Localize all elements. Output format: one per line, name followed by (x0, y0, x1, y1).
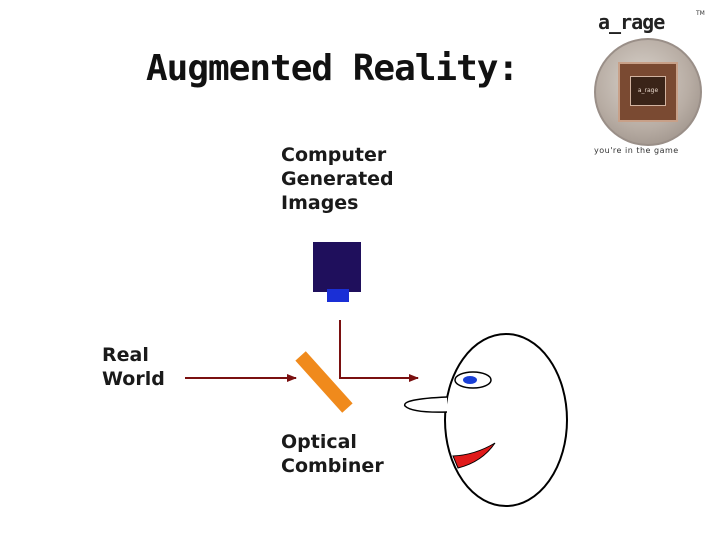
logo-wordmark: a_rage (598, 10, 665, 34)
optical-combiner (295, 351, 353, 413)
viewer-pupil (463, 376, 477, 384)
viewer-head (444, 333, 568, 507)
viewer-mouth (452, 442, 496, 469)
label-line: Computer (281, 144, 387, 166)
label-computer-generated-images: Computer Generated Images (281, 143, 394, 215)
logo-trademark: TM (696, 10, 705, 17)
label-line: Optical (281, 431, 357, 453)
logo-badge-text: a_rage (637, 87, 659, 94)
a-rage-logo: a_rage TM a_rage you're in the game (588, 8, 712, 158)
logo-badge: a_rage (594, 38, 702, 146)
label-line: Combiner (281, 455, 384, 477)
label-line: World (102, 368, 165, 390)
label-optical-combiner: Optical Combiner (281, 430, 384, 478)
label-line: Images (281, 192, 359, 214)
label-line: Real (102, 344, 149, 366)
logo-square: a_rage (618, 62, 678, 122)
viewer-nose (404, 396, 448, 413)
label-real-world: Real World (102, 343, 165, 391)
display-box (313, 242, 361, 292)
label-line: Generated (281, 168, 394, 190)
display-lens (327, 289, 349, 302)
logo-tagline: you're in the game (594, 146, 679, 155)
computer-image-ray (339, 320, 419, 382)
logo-square-inner: a_rage (630, 76, 666, 106)
slide-title: Augmented Reality: (146, 48, 519, 89)
